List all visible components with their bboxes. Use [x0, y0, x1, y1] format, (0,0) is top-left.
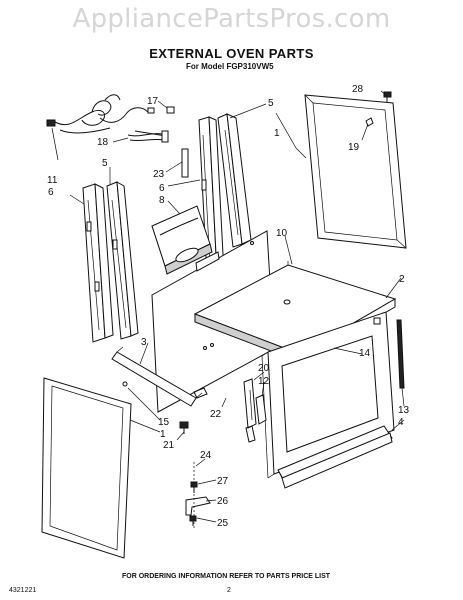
callout-label: 22: [210, 409, 222, 420]
bracket-part-23: [181, 148, 189, 178]
callout-label: 6: [159, 183, 165, 194]
screw-part-25: [189, 515, 197, 526]
callout-label: 20: [258, 363, 270, 374]
callout-label: 19: [348, 142, 360, 153]
callout-label: 23: [153, 169, 165, 180]
callout-label: 5: [102, 158, 108, 169]
leader-lines: [51, 90, 405, 523]
wire-harness-part-11: [46, 94, 155, 134]
callout-label: 2: [399, 274, 405, 285]
callout-label: 15: [158, 417, 170, 428]
callout-label: 8: [159, 195, 165, 206]
screw-part-21: [179, 421, 189, 434]
callout-label: 14: [359, 348, 371, 359]
door-frame-part-1-top: [304, 94, 407, 249]
callout-label: 24: [200, 450, 212, 461]
callout-label: 18: [97, 137, 109, 148]
model-subtitle: For Model FGP310VW5: [186, 62, 274, 71]
door-frame-part-1-bottom: [41, 377, 132, 559]
clip-part-19: [365, 117, 374, 127]
callout-label: 17: [147, 96, 159, 107]
callout-label: 1: [160, 429, 166, 440]
callout-labels: 28 17 5 1 19 18 11 6 5 23 6 8 10 2 3 14 …: [47, 84, 410, 529]
bracket-part-20: [243, 378, 257, 429]
hinge-part-22: [193, 387, 256, 443]
callout-label: 13: [398, 405, 410, 416]
watermark-text: AppliancePartsPros.com: [72, 4, 391, 34]
callout-label: 4: [398, 417, 404, 428]
side-channel-left: [82, 181, 139, 343]
callout-label: 3: [141, 337, 147, 348]
broiler-box-part-8: [151, 205, 213, 275]
callout-label: 27: [217, 476, 229, 487]
callout-label: 26: [217, 496, 229, 507]
screw-part-15: [122, 381, 128, 387]
callout-label: 25: [217, 518, 229, 529]
wire-harness-part-18: [127, 130, 169, 143]
toe-kick-part-4: [277, 425, 393, 489]
screw-part-28: [383, 91, 392, 102]
callout-label: 1: [274, 128, 280, 139]
callout-label: 5: [268, 98, 274, 109]
front-frame-part-14: [261, 311, 395, 479]
bracket-part-12: [255, 394, 267, 425]
ordering-note: FOR ORDERING INFORMATION REFER TO PARTS …: [122, 573, 331, 580]
callout-label: 28: [352, 84, 364, 95]
strip-part-13: [396, 319, 405, 389]
bracket-part-26: [185, 496, 211, 516]
callout-label: 11: [47, 175, 58, 186]
callout-label: 12: [258, 376, 270, 387]
page-number: 2: [227, 587, 231, 594]
diagram-title: EXTERNAL OVEN PARTS: [149, 46, 314, 61]
clip-part-17: [166, 106, 175, 114]
callout-label: 10: [276, 228, 288, 239]
callout-label: 21: [163, 440, 175, 451]
document-number: 4321221: [9, 587, 37, 594]
callout-label: 6: [48, 187, 54, 198]
